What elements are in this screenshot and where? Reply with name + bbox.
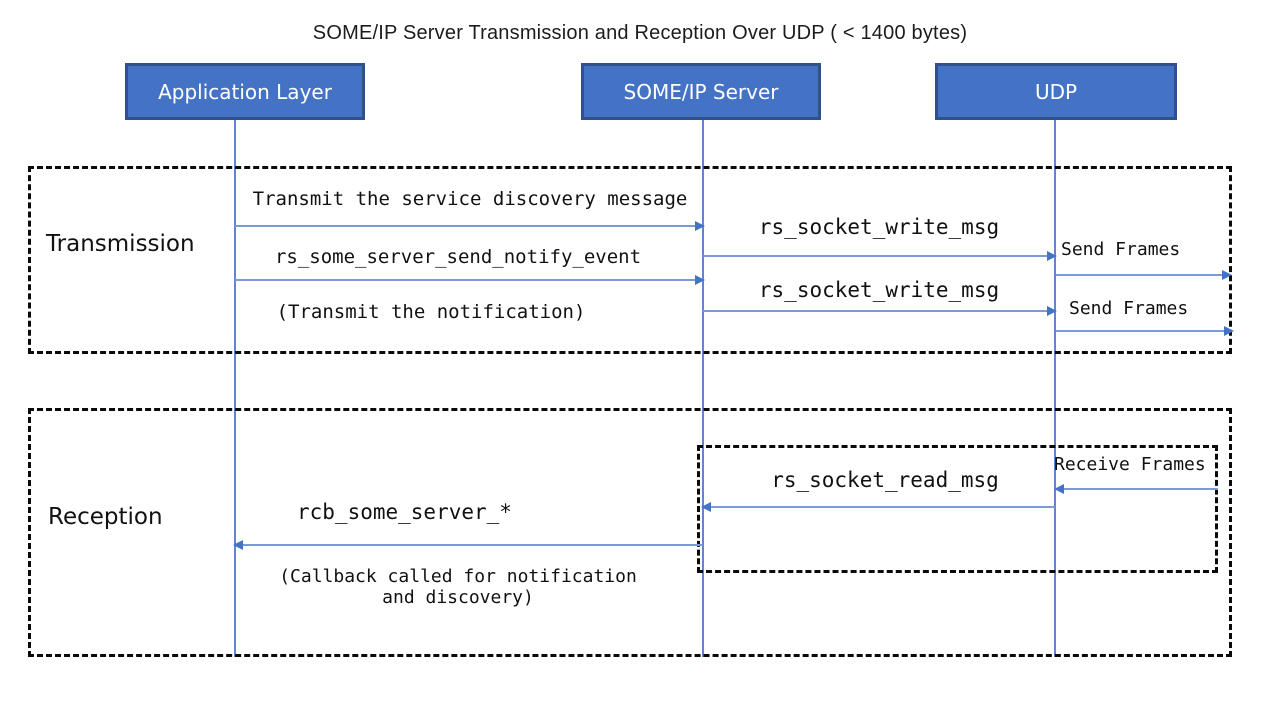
label-rcb-callback: rcb_some_server_* — [297, 500, 512, 524]
label-socket-write-1: rs_socket_write_msg — [758, 215, 1000, 239]
reception-inner-frame — [697, 445, 1218, 573]
note-callback-line-2: and discovery) — [382, 587, 534, 608]
reception-label: Reception — [48, 504, 163, 530]
arrow-receive-frames — [1054, 484, 1218, 494]
transmission-label: Transmission — [46, 231, 195, 257]
label-socket-write-2: rs_socket_write_msg — [758, 278, 1000, 302]
label-transmit-discovery: Transmit the service discovery message — [252, 188, 688, 210]
arrow-transmit-discovery — [235, 221, 705, 231]
label-receive-frames: Receive Frames — [1054, 454, 1206, 475]
arrow-socket-write-2 — [703, 306, 1057, 316]
arrowhead — [695, 275, 705, 285]
diagram-title: SOME/IP Server Transmission and Receptio… — [312, 22, 968, 44]
lifeline-application-layer — [234, 120, 236, 657]
arrowhead — [695, 221, 705, 231]
note-transmit-notification: (Transmit the notification) — [276, 301, 586, 323]
lifeline-udp — [1054, 120, 1056, 657]
label-socket-read: rs_socket_read_msg — [771, 468, 999, 492]
arrowhead — [701, 502, 711, 512]
actor-someip-server: SOME/IP Server — [581, 63, 821, 120]
transmission-frame — [28, 166, 1232, 354]
label-send-frames-1: Send Frames — [1061, 239, 1181, 260]
note-callback: (Callback called for notification and di… — [225, 566, 691, 608]
lifeline-someip-server — [702, 120, 704, 657]
arrowhead — [1047, 306, 1057, 316]
label-notify-event: rs_some_server_send_notify_event — [274, 246, 642, 268]
arrow-send-frames-1 — [1056, 270, 1232, 280]
actor-application-layer: Application Layer — [125, 63, 365, 120]
arrowhead — [1222, 270, 1232, 280]
actor-udp: UDP — [935, 63, 1177, 120]
arrowhead — [1054, 484, 1064, 494]
note-callback-line-1: (Callback called for notification — [279, 566, 637, 587]
arrow-send-frames-2 — [1056, 326, 1234, 336]
arrowhead — [1224, 326, 1234, 336]
arrow-notify-event — [235, 275, 705, 285]
arrow-socket-write-1 — [703, 251, 1057, 261]
reception-frame — [28, 408, 1232, 657]
label-send-frames-2: Send Frames — [1069, 298, 1189, 319]
arrow-rcb-callback — [233, 540, 703, 550]
arrow-socket-read — [701, 502, 1055, 512]
arrowhead — [233, 540, 243, 550]
arrowhead — [1047, 251, 1057, 261]
